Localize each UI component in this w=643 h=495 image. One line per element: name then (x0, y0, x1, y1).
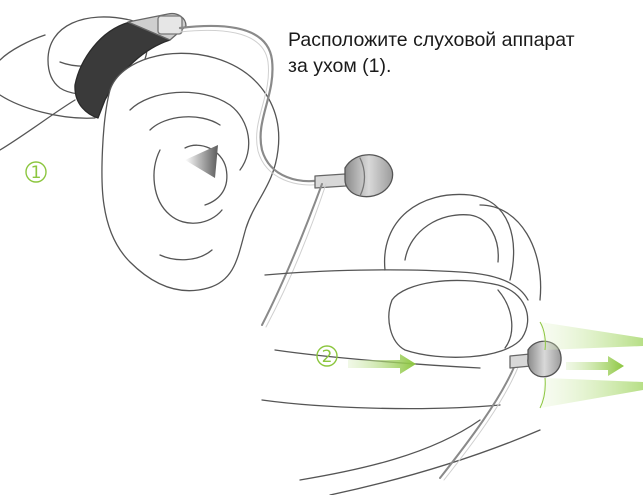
hand-outline (0, 35, 45, 60)
step-1-number: 1 (31, 163, 42, 183)
insert-arrow (348, 354, 416, 374)
sound-flare-upper (540, 322, 643, 350)
instruction-line-1: Расположите слуховой аппарат (288, 27, 638, 53)
ear-outline (102, 53, 279, 290)
wrist-line (0, 100, 75, 150)
dome-1 (345, 155, 393, 197)
ear-step-2 (262, 194, 561, 495)
step-2-number: 2 (322, 347, 333, 367)
instruction-text: Расположите слуховой аппарат за ухом (1)… (288, 27, 638, 79)
retention-line (262, 184, 322, 325)
direction-arrow (566, 356, 624, 376)
sound-flare-lower (540, 378, 643, 408)
instruction-line-2: за ухом (1). (288, 53, 638, 79)
step-1-marker: 1 (26, 162, 46, 183)
